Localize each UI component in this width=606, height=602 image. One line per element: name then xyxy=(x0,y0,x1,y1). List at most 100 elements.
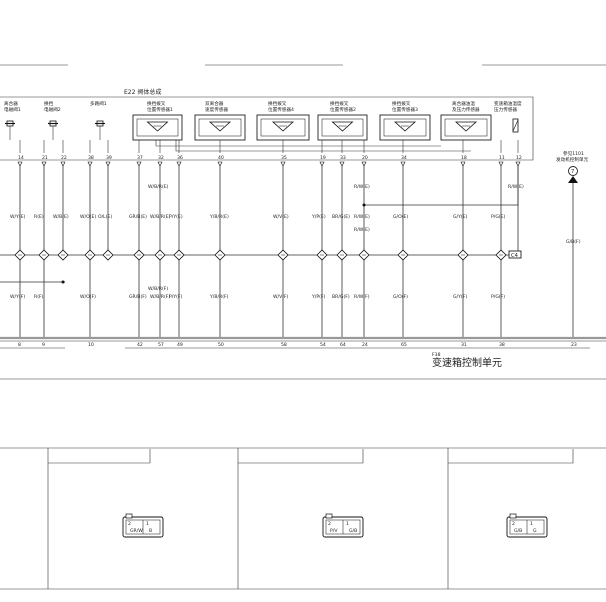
wire-38: 38W/O(E)W/O(F)10 xyxy=(80,140,96,348)
lower-wire-color: P/Y(F) xyxy=(169,294,183,300)
wire-35: 35W/V(E)W/V(F)58 xyxy=(273,140,289,348)
component-label: 换挡拨叉 xyxy=(268,100,287,107)
ref-arrow-icon xyxy=(568,176,578,183)
bottom-pin-label: 49 xyxy=(177,342,183,348)
lower-wire-color: W/O(F) xyxy=(80,294,96,300)
wire-40: 40Y/B/R(E)Y/B/R(F)50 xyxy=(209,140,229,348)
terminal-icon xyxy=(460,161,466,167)
terminal-icon xyxy=(400,161,406,167)
upper-wire-color: W/B(E) xyxy=(53,214,69,220)
connector-latch xyxy=(509,513,517,519)
top-pin-label: 18 xyxy=(461,155,467,161)
wire-32: 32W/B/R(E)W/B/R(F)57 xyxy=(150,140,171,348)
ecu-code: F38 xyxy=(432,352,441,358)
connector-pin-number: 1 xyxy=(146,521,149,527)
wire-36: 36P/Y(E)P/Y(F)49 xyxy=(169,140,185,348)
top-pin-label: 19 xyxy=(320,155,326,161)
connector-tag: C4 xyxy=(511,253,519,259)
assembly-title: E22 阀体总成 xyxy=(124,88,161,96)
wire-14: 14W/Y(E)W/Y(F)8 xyxy=(10,140,26,348)
upper-wire-color: BR/G(E) xyxy=(332,214,350,220)
ref-label-1: 参见1101 xyxy=(563,150,584,157)
wire-34: 34G/O(E)G/O(F)65 xyxy=(393,140,409,348)
terminal-icon xyxy=(339,161,345,167)
bottom-pin-label: 65 xyxy=(401,342,407,348)
junction-dot xyxy=(61,280,65,284)
connector-pin-color: G xyxy=(533,528,537,534)
terminal-icon xyxy=(17,161,23,167)
connector-pin-number: 2 xyxy=(512,521,515,527)
upper-wire-color: W/Y(E) xyxy=(10,214,26,220)
component-sublabel: 速度传感器 xyxy=(205,106,228,113)
top-pin-label: 35 xyxy=(281,155,287,161)
sensor-icon xyxy=(208,121,232,132)
sensor-inner xyxy=(321,118,364,137)
bottom-pin-label: 31 xyxy=(461,342,467,348)
lower-wire-color: Y/B/R(F) xyxy=(209,294,229,300)
wire-22: 22W/B(E) xyxy=(53,140,69,261)
component-label: 离合器油温 xyxy=(452,100,475,107)
label-rw-e-right: R/W(E) xyxy=(508,184,524,190)
top-pin-label: 11 xyxy=(499,155,505,161)
upper-wire-color: Y/B/R(E) xyxy=(209,214,229,220)
connector-title-box xyxy=(238,449,364,464)
sensor-icon xyxy=(331,121,354,132)
upper-wire-color: Y/P(E) xyxy=(311,214,326,220)
sensor-icon xyxy=(454,121,478,132)
upper-wire-color: GR/B(E) xyxy=(129,214,147,220)
bottom-pin-label: 24 xyxy=(362,342,368,348)
component-label: 双离合器 xyxy=(205,100,224,107)
connector-pin-color: G/B xyxy=(349,528,357,534)
terminal-icon xyxy=(319,161,325,167)
terminal-icon xyxy=(498,161,504,167)
top-pin-label: 39 xyxy=(106,155,112,161)
lower-wire-color: R/W(F) xyxy=(354,294,370,300)
sensor-inner xyxy=(444,118,488,137)
lower-wire-color: G/O(F) xyxy=(393,294,408,300)
terminal-icon xyxy=(176,161,182,167)
ref-pin: 23 xyxy=(571,342,577,348)
assembly-component: 多路阀1 xyxy=(90,100,107,140)
bottom-pin-label: 50 xyxy=(218,342,224,348)
junction-dot xyxy=(362,203,366,207)
component-label: 换挡拨叉 xyxy=(392,100,411,107)
bottom-pin-label: 54 xyxy=(320,342,326,348)
component-label: 离合器 xyxy=(4,100,18,107)
component-label: 换挡 xyxy=(44,100,54,107)
terminal-icon xyxy=(136,161,142,167)
sensor-icon xyxy=(393,121,417,132)
sensor-inner xyxy=(198,118,242,137)
top-pin-label: 37 xyxy=(137,155,143,161)
component-label: 变速箱油温度 xyxy=(494,100,522,107)
component-sublabel: 及压力传感器 xyxy=(452,106,480,113)
internal-link-2 xyxy=(175,140,471,152)
ref-node-number: 7 xyxy=(571,169,574,175)
internal-link xyxy=(155,140,441,147)
upper-wire-color: G/Y(E) xyxy=(453,214,468,220)
terminal-icon xyxy=(41,161,47,167)
bottom-pin-label: 57 xyxy=(158,342,164,348)
sensor-inner xyxy=(383,118,427,137)
connector-pin-color: P/V xyxy=(330,528,338,534)
lower-wire-color: GR/B(F) xyxy=(129,294,147,300)
lower-wire-color: W/V(F) xyxy=(273,294,289,300)
sensor-inner xyxy=(136,118,179,137)
ecu-name: 变速箱控制单元 xyxy=(432,356,502,369)
component-sublabel: 位置传感器2 xyxy=(330,106,356,113)
lower-wire-color: BR/G(F) xyxy=(332,294,350,300)
bottom-pin-label: 58 xyxy=(281,342,287,348)
connector-pin-number: 2 xyxy=(128,521,131,527)
component-sublabel: 位置传感器4 xyxy=(268,106,294,113)
wire-20: 20R/W(E)R/W(F)24 xyxy=(354,140,370,348)
lower-wire-color: P/G(F) xyxy=(491,294,505,300)
connector-pin-number: 1 xyxy=(346,521,349,527)
connector-pin-color: G/B xyxy=(514,528,522,534)
wire-12: 12 xyxy=(515,140,522,255)
lower-wire-color: W/B/R(F) xyxy=(150,294,170,300)
